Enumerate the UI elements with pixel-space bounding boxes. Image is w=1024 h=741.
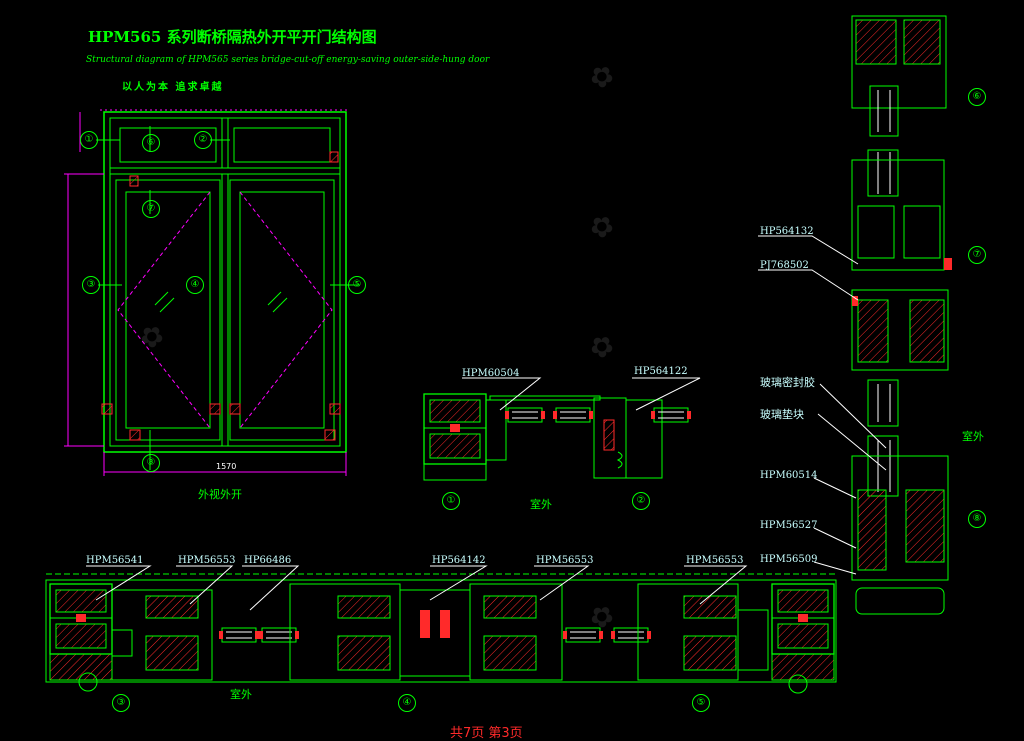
section-marker-5: ⑤ — [348, 276, 366, 294]
label-hpm56509: HPM56509 — [760, 554, 818, 565]
section-marker-6: ⑥ — [142, 134, 160, 152]
label-hpm60514: HPM60514 — [760, 470, 818, 481]
section-marker-7: ⑦ — [142, 200, 160, 218]
detail-marker-2: ② — [632, 492, 650, 510]
detail-marker-7: ⑦ — [968, 246, 986, 264]
company-slogan: 以人为本 追求卓越 — [122, 82, 224, 93]
label-hpm60504: HPM60504 — [462, 368, 520, 379]
door-elevation — [96, 111, 360, 470]
elevation-width-dimension: 1570 — [216, 462, 237, 471]
detail-marker-3: ③ — [112, 694, 130, 712]
section-marker-4: ④ — [186, 276, 204, 294]
detail-marker-5: ⑤ — [692, 694, 710, 712]
section-marker-1: ① — [80, 131, 98, 149]
outdoor-label-top: 室外 — [530, 498, 552, 511]
label-glass-block: 玻璃垫块 — [760, 408, 804, 421]
label-hp66486: HP66486 — [244, 555, 292, 566]
label-hpm56553-a: HPM56553 — [178, 555, 236, 566]
dimension-lines — [64, 109, 350, 476]
drawing-subtitle: Structural diagram of HPM565 series brid… — [86, 55, 490, 65]
detail-marker-6: ⑥ — [968, 88, 986, 106]
drawing-title: HPM565 系列断桥隔热外开平开门结构图 — [88, 28, 377, 46]
label-hpm56553-b: HPM56553 — [536, 555, 594, 566]
detail-marker-1: ① — [442, 492, 460, 510]
section-marker-3: ③ — [82, 276, 100, 294]
label-hpm56541: HPM56541 — [86, 555, 144, 566]
section-marker-8: ⑧ — [142, 454, 160, 472]
elevation-caption: 外视外开 — [198, 488, 242, 501]
label-glass-seal: 玻璃密封胶 — [760, 376, 815, 389]
page-indicator: 共7页 第3页 — [450, 726, 523, 741]
outdoor-label-right: 室外 — [962, 430, 984, 443]
outdoor-label-bottom: 室外 — [230, 688, 252, 701]
leader-lines — [86, 235, 887, 611]
section-6-7-8 — [851, 15, 952, 615]
detail-marker-8: ⑧ — [968, 510, 986, 528]
section-marker-2: ② — [194, 131, 212, 149]
section-1-2 — [423, 393, 692, 481]
label-hp564142: HP564142 — [432, 555, 486, 566]
label-hp564122: HP564122 — [634, 366, 688, 377]
section-3-4-5 — [45, 573, 837, 694]
detail-marker-4: ④ — [398, 694, 416, 712]
label-hpm56553-c: HPM56553 — [686, 555, 744, 566]
label-hp564132: HP564132 — [760, 226, 814, 237]
label-hpm56527: HPM56527 — [760, 520, 818, 531]
label-pj768502: PJ768502 — [760, 260, 809, 271]
